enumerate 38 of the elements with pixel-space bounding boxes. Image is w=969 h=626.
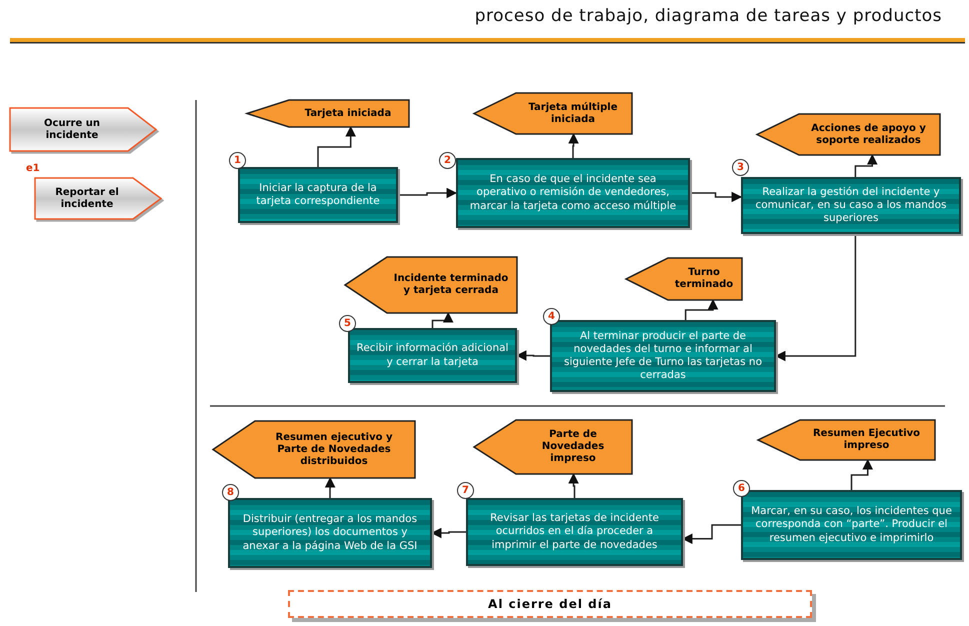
arrow xyxy=(317,126,356,167)
event-arrow-shape: Ocurre un incidente xyxy=(10,108,156,151)
arrow xyxy=(432,312,454,328)
process-box: Recibir información adicional y cerrar la tarjeta xyxy=(348,328,517,383)
step-number-circle: 4 xyxy=(543,308,560,325)
process-box: Distribuir (entregar a los mandos superiores) los documentos y anexar a la página Web de la GSI xyxy=(228,498,432,568)
arrow xyxy=(568,132,579,158)
product-pentagon: Acciones de apoyo y soporte realizados xyxy=(757,114,940,155)
process-box: En caso de que el incidente sea operativo o remisión de vendedores, marcar la tarjeta como acceso múltiple xyxy=(456,158,690,228)
step-number-circle: 1 xyxy=(229,152,246,169)
process-box: Marcar, en su caso, los incidentes que corresponda con “parte”. Producir el resumen ejecutivo e imprimirlo xyxy=(741,490,962,560)
step-number-circle: 2 xyxy=(439,152,456,169)
arrow xyxy=(854,154,878,177)
process-box: Realizar la gestión del incidente y comunicar, en su caso a los mandos superiores xyxy=(741,177,961,234)
arrow xyxy=(398,188,458,198)
step-number-circle: 8 xyxy=(222,484,239,501)
arrow xyxy=(684,298,718,320)
step-number-circle: 3 xyxy=(732,159,749,176)
step-number-circle: 7 xyxy=(457,482,474,499)
process-box: Iniciar la captura de la tarjeta correspondiente xyxy=(238,167,398,223)
product-pentagon: Tarjeta múltiple iniciada xyxy=(474,93,632,134)
step-number-circle: 6 xyxy=(733,480,750,497)
product-pentagon: Resumen ejecutivo y Parte de Novedades distribuidos xyxy=(213,421,415,478)
product-pentagon: Turno terminado xyxy=(626,258,742,300)
arrow xyxy=(324,476,336,498)
diagram-title: proceso de trabajo, diagrama de tareas y productos xyxy=(474,6,942,26)
event-arrow-shape: Reportar el incidente xyxy=(35,178,161,219)
process-box: Revisar las tarjetas de incidente ocurridos en el día proceder a imprimir el parte de novedades xyxy=(466,498,683,566)
product-pentagon: Resumen Ejecutivo impreso xyxy=(758,420,935,460)
product-pentagon: Parte de Novedades impreso xyxy=(474,420,632,474)
product-pentagon: Incidente terminado y tarjeta cerrada xyxy=(345,257,517,313)
process-box: Al terminar producir el parte de novedades del turno e informar al siguiente Jefe de Turno las tarjetas no cerradas xyxy=(550,320,776,392)
step-number-circle: 5 xyxy=(339,315,356,332)
arrow xyxy=(690,192,742,202)
event-code: e1 xyxy=(26,163,40,174)
arrow xyxy=(568,472,579,498)
arrow xyxy=(850,458,873,490)
product-pentagon: Tarjeta iniciada xyxy=(247,100,409,127)
